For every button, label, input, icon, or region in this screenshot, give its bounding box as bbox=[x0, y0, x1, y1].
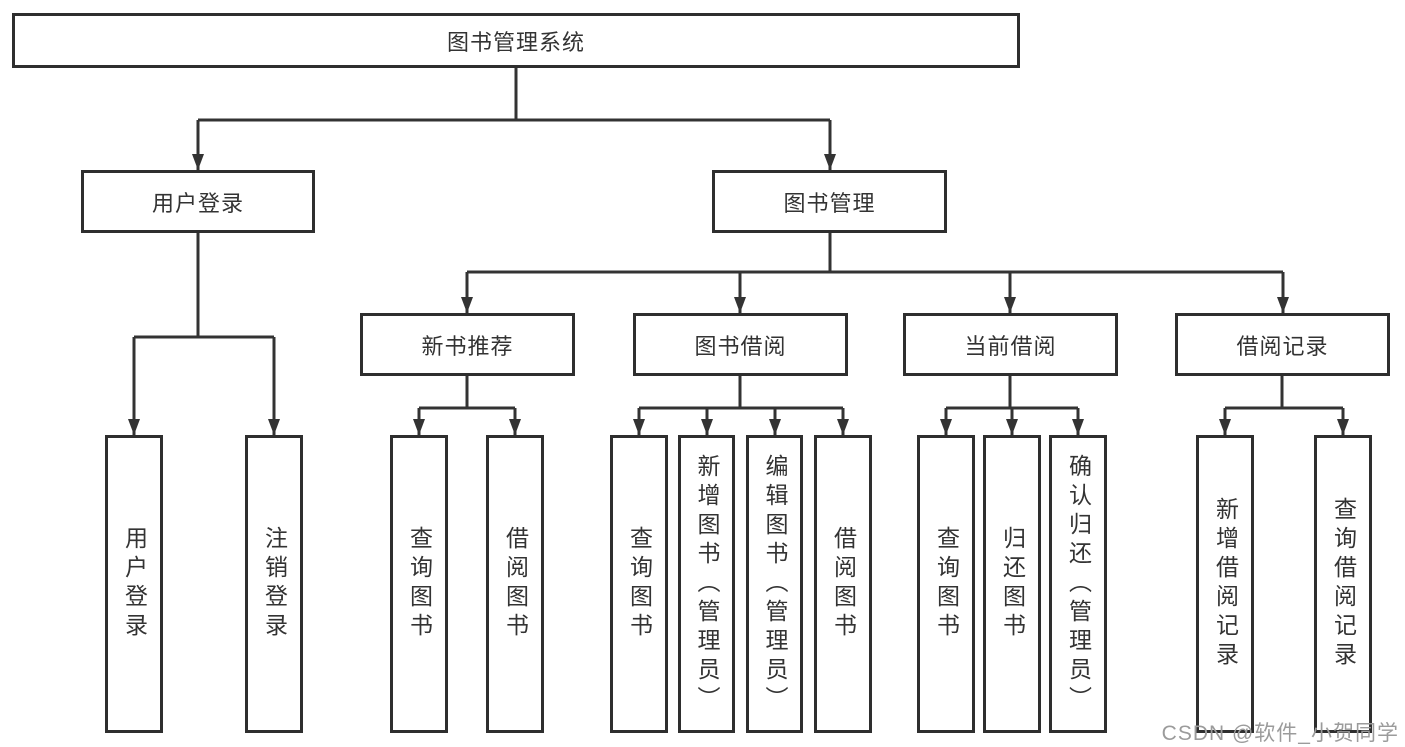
node-book-management: 图书管理 bbox=[712, 170, 947, 233]
node-label: 用户登录 bbox=[121, 526, 148, 642]
node-library-management-system: 图书管理系统 bbox=[12, 13, 1020, 68]
node-borrow-records: 借阅记录 bbox=[1175, 313, 1390, 376]
leaf-user-login: 用户登录 bbox=[105, 435, 163, 733]
node-label: 归还图书 bbox=[999, 526, 1026, 642]
node-label: 图书管理 bbox=[783, 190, 876, 216]
node-new-book-recommendation: 新书推荐 bbox=[360, 313, 575, 376]
node-user-login: 用户登录 bbox=[81, 170, 315, 233]
node-label: 新增借阅记录 bbox=[1212, 497, 1239, 671]
leaf-query-borrow-record: 查询借阅记录 bbox=[1314, 435, 1372, 733]
leaf-query-books-borrow: 查询图书 bbox=[610, 435, 668, 733]
node-label: 新增图书（管理员） bbox=[694, 453, 720, 715]
node-label: 借阅记录 bbox=[1236, 333, 1329, 359]
node-label: 查询图书 bbox=[406, 526, 433, 642]
node-book-borrowing: 图书借阅 bbox=[633, 313, 848, 376]
leaf-edit-books-admin: 编辑图书（管理员） bbox=[746, 435, 803, 733]
node-label: 查询图书 bbox=[626, 526, 653, 642]
node-label: 确认归还（管理员） bbox=[1065, 453, 1092, 715]
node-label: 图书管理系统 bbox=[446, 29, 585, 55]
leaf-borrow-books-recommend: 借阅图书 bbox=[486, 435, 544, 733]
leaf-return-books: 归还图书 bbox=[983, 435, 1041, 733]
leaf-borrow-books: 借阅图书 bbox=[814, 435, 872, 733]
node-label: 借阅图书 bbox=[502, 526, 529, 642]
node-label: 编辑图书（管理员） bbox=[762, 453, 788, 715]
node-label: 查询借阅记录 bbox=[1330, 497, 1357, 671]
node-label: 新书推荐 bbox=[421, 333, 514, 359]
node-label: 当前借阅 bbox=[964, 333, 1057, 359]
node-label: 借阅图书 bbox=[830, 526, 857, 642]
node-label: 用户登录 bbox=[151, 190, 244, 216]
leaf-add-borrow-record: 新增借阅记录 bbox=[1196, 435, 1254, 733]
leaf-query-books-recommend: 查询图书 bbox=[390, 435, 448, 733]
node-label: 图书借阅 bbox=[694, 333, 787, 359]
csdn-watermark: CSDN @软件_小贺同学 bbox=[1161, 722, 1399, 745]
node-label: 查询图书 bbox=[933, 526, 960, 642]
node-current-borrowing: 当前借阅 bbox=[903, 313, 1118, 376]
leaf-query-books-current: 查询图书 bbox=[917, 435, 975, 733]
leaf-logout-login: 注销登录 bbox=[245, 435, 303, 733]
leaf-add-books-admin: 新增图书（管理员） bbox=[678, 435, 735, 733]
leaf-confirm-return-admin: 确认归还（管理员） bbox=[1049, 435, 1107, 733]
node-label: 注销登录 bbox=[261, 526, 288, 642]
